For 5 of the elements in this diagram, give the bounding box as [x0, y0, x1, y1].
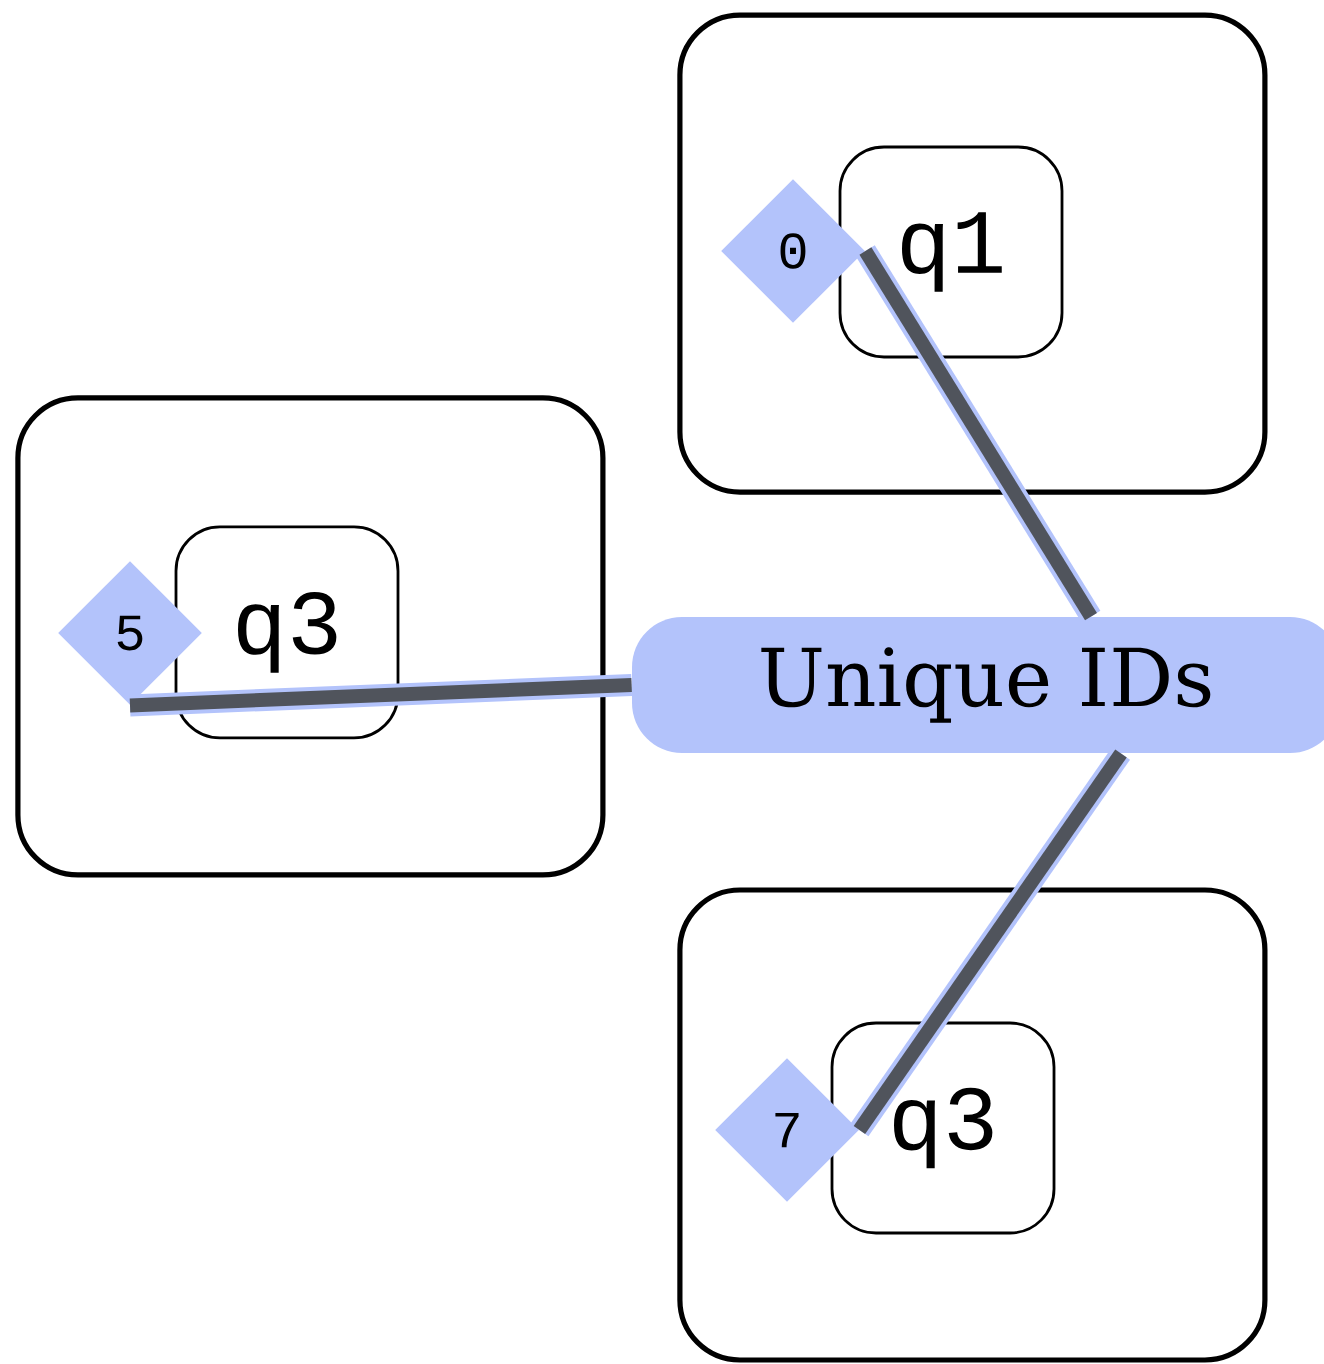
callout-label: Unique IDs	[632, 617, 1324, 753]
leader-line	[129, 674, 633, 717]
leader-line	[856, 245, 1101, 623]
rounded-box: q1	[838, 145, 1064, 359]
leader-line	[850, 747, 1131, 1137]
